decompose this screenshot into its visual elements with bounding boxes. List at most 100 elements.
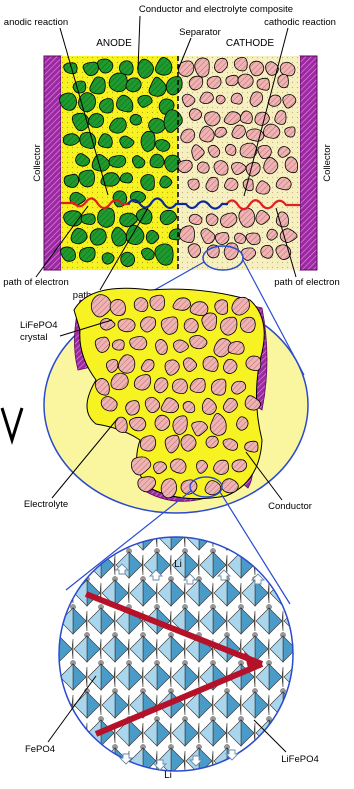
particle xyxy=(64,174,79,187)
particle xyxy=(172,379,187,394)
particle xyxy=(257,78,270,90)
particle xyxy=(238,74,253,88)
octahedron-face xyxy=(255,524,268,550)
octahedron-face xyxy=(59,524,72,550)
octahedron-face xyxy=(312,776,325,784)
particle xyxy=(211,379,226,395)
octahedron-face xyxy=(325,720,338,746)
tetrahedron xyxy=(296,639,297,659)
li-atom xyxy=(336,744,341,749)
tetrahedron xyxy=(338,779,339,784)
particle xyxy=(126,401,140,416)
particle xyxy=(232,460,247,472)
octahedron-face xyxy=(312,552,325,578)
octahedron-face xyxy=(298,692,311,718)
li-atom xyxy=(294,660,299,665)
label-fepo4: FePO4 xyxy=(25,744,55,755)
particle xyxy=(285,127,295,137)
octahedron-face xyxy=(74,524,87,550)
octahedron-face xyxy=(228,776,241,784)
tetrahedron xyxy=(324,695,325,715)
particle xyxy=(110,299,125,315)
tetrahedron xyxy=(100,527,101,547)
particle xyxy=(161,479,176,498)
particle xyxy=(63,134,79,146)
tetrahedron xyxy=(240,527,241,547)
particle xyxy=(112,340,124,350)
tetrahedron xyxy=(86,555,87,575)
tetrahedron xyxy=(338,555,339,575)
tetrahedron xyxy=(282,779,283,784)
li-atom xyxy=(294,772,299,777)
tetrahedron xyxy=(296,527,297,547)
octahedron-face xyxy=(88,776,101,784)
octahedron-face xyxy=(102,524,115,550)
li-atom xyxy=(266,772,271,777)
li-atom xyxy=(98,548,103,553)
label-li-top: Li xyxy=(174,559,182,570)
li-atom xyxy=(70,772,75,777)
octahedron-face xyxy=(311,636,324,662)
tetrahedron xyxy=(338,667,339,687)
particle xyxy=(203,356,218,371)
particle xyxy=(240,111,252,124)
particle xyxy=(278,74,289,87)
octahedron-face xyxy=(297,552,310,578)
crystal-structure xyxy=(46,524,342,784)
particle xyxy=(250,61,264,76)
octahedron-face xyxy=(325,552,338,578)
tetrahedron xyxy=(282,555,283,575)
tetrahedron xyxy=(268,527,269,547)
particle xyxy=(216,95,225,104)
tetrahedron xyxy=(310,611,311,631)
particle xyxy=(134,298,148,312)
tetrahedron xyxy=(296,583,297,603)
slash-mark xyxy=(2,408,22,440)
octahedron-face xyxy=(311,524,324,550)
particle xyxy=(207,76,221,89)
particle xyxy=(109,73,127,92)
electrolyte-view xyxy=(44,288,308,513)
particle xyxy=(189,109,201,121)
label-lifepo4-crystal-1: LiFePO4 xyxy=(20,320,58,331)
octahedron-face xyxy=(59,580,72,606)
octahedron-face xyxy=(172,776,185,784)
particle xyxy=(150,154,164,168)
octahedron-face xyxy=(325,664,338,690)
li-atom xyxy=(336,632,341,637)
octahedron-face xyxy=(144,776,157,784)
octahedron-face xyxy=(256,776,269,784)
li-atom xyxy=(238,772,243,777)
octahedron-face xyxy=(60,720,73,746)
collector-right xyxy=(300,56,317,270)
particle xyxy=(121,252,135,266)
octahedron-face xyxy=(269,776,282,784)
li-atom xyxy=(322,660,327,665)
octahedron-face xyxy=(298,636,311,662)
particle xyxy=(205,112,221,126)
octahedron-face xyxy=(255,748,268,774)
tetrahedron xyxy=(338,611,339,631)
octahedron-face xyxy=(325,608,338,634)
octahedron-face xyxy=(284,552,297,578)
octahedron-face xyxy=(312,720,325,746)
octahedron-face xyxy=(60,552,73,578)
label-anodic-reaction: anodic reaction xyxy=(4,17,68,28)
octahedron-face xyxy=(284,720,297,746)
li-atom xyxy=(280,576,285,581)
li-atom xyxy=(308,744,313,749)
li-atom xyxy=(336,576,341,581)
particle xyxy=(126,78,141,92)
label-li-bottom: Li xyxy=(164,770,172,781)
octahedron-face xyxy=(60,776,73,784)
tetrahedron xyxy=(100,751,101,771)
label-collector-right: Collector xyxy=(322,144,333,182)
tetrahedron xyxy=(254,779,255,784)
label-cathode: CATHODE xyxy=(226,38,274,49)
li-atom xyxy=(210,772,215,777)
tetrahedron xyxy=(324,639,325,659)
li-atom xyxy=(308,632,313,637)
label-lifepo4-crystal-2: crystal xyxy=(20,332,47,343)
octahedron-face xyxy=(87,748,100,774)
